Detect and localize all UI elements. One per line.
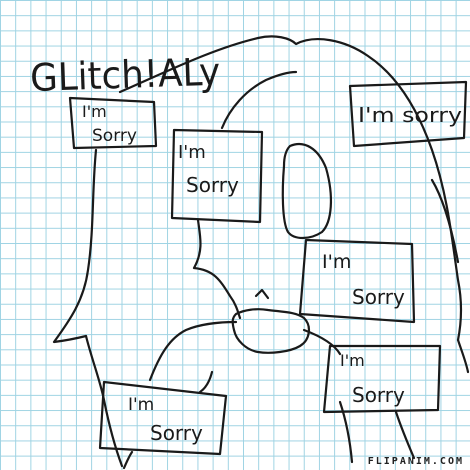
watermark: FLIPANIM.COM [367,456,464,467]
sorry-note-2-line2: Sorry [186,173,239,197]
arm-line [198,370,214,394]
body-lower-right-2 [394,410,416,460]
face-outline [220,70,298,130]
sorry-note-4-line2: Sorry [352,285,405,309]
sorry-note-1-line2: Sorry [92,126,137,146]
collar-shape [231,308,310,354]
sorry-note-4-line1: I'm [322,251,351,273]
body-lower-left [122,450,134,470]
sorry-note-2: I'm Sorry [170,128,264,224]
title-scrawl: GLitch!ALy [29,50,220,101]
sorry-note-1: I'm Sorry [68,96,158,150]
hair-right-strand [430,178,460,264]
hair-outline [118,35,463,342]
sorry-note-3-line1: I'm sorry [358,103,462,127]
sorry-note-2-line1: I'm [178,142,206,163]
sorry-note-3: I'm sorry [348,80,468,148]
hair-left-strand-2 [84,334,124,468]
shoulder-right [302,328,342,356]
sorry-note-5-line1: I'm [340,351,365,370]
nose-mark [254,288,270,300]
eye-shape [281,142,333,240]
sorry-note-1-line1: I'm [82,102,107,121]
sorry-note-5: I'm Sorry [322,344,442,414]
face-jaw [192,218,242,320]
sorry-note-4: I'm Sorry [298,238,416,324]
sorry-note-6: I'm Sorry [98,380,228,456]
hair-left-strand [52,148,98,344]
sorry-note-6-line2: Sorry [150,421,203,445]
body-lower-right [338,400,354,464]
sorry-note-5-line2: Sorry [352,383,405,407]
hair-right-strand-2 [456,338,470,374]
sorry-note-6-line1: I'm [128,395,154,415]
shoulder-left [148,320,238,382]
